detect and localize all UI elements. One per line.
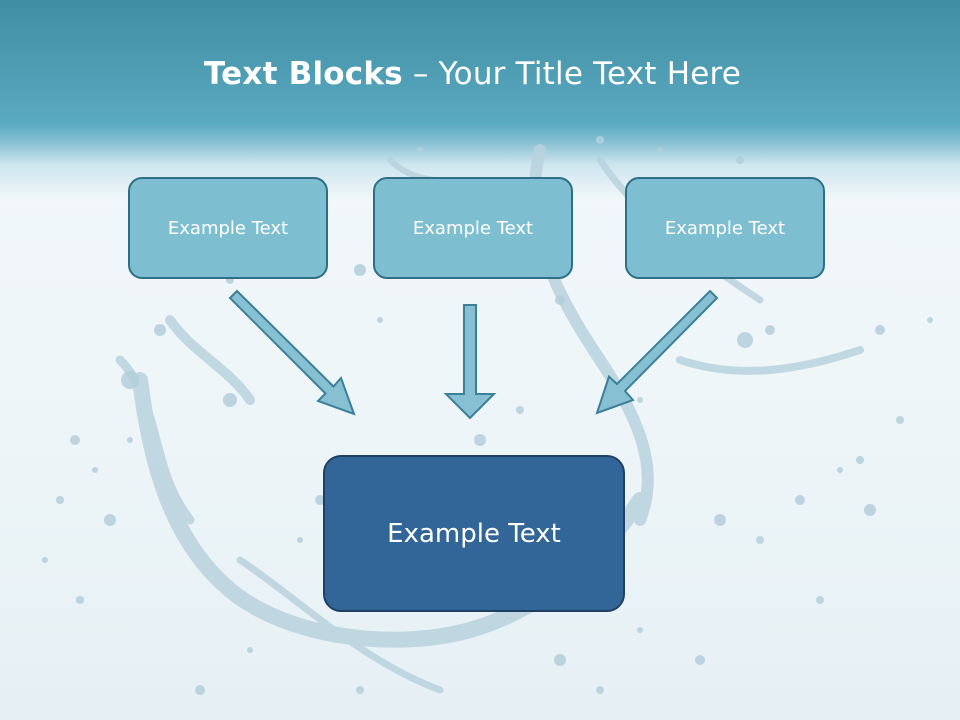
title-band bbox=[0, 0, 960, 200]
text-block-3-label: Example Text bbox=[664, 217, 786, 239]
text-block-3[interactable]: Example Text bbox=[625, 177, 825, 279]
text-block-1-label: Example Text bbox=[167, 217, 289, 239]
title-rest-text: Your Title Text Here bbox=[438, 56, 742, 92]
text-block-2-label: Example Text bbox=[412, 217, 534, 239]
arrow-left-icon bbox=[228, 289, 356, 416]
arrow-right-icon bbox=[595, 289, 719, 415]
target-text-block[interactable]: Example Text bbox=[323, 455, 625, 612]
text-block-2[interactable]: Example Text bbox=[373, 177, 573, 279]
arrow-down-icon bbox=[443, 304, 497, 420]
text-block-1[interactable]: Example Text bbox=[128, 177, 328, 279]
target-text-block-label: Example Text bbox=[387, 518, 561, 549]
slide-title: Text Blocks – Your Title Text Here bbox=[0, 56, 945, 92]
title-bold-text: Text Blocks bbox=[203, 56, 403, 92]
title-separator: – bbox=[412, 56, 429, 92]
